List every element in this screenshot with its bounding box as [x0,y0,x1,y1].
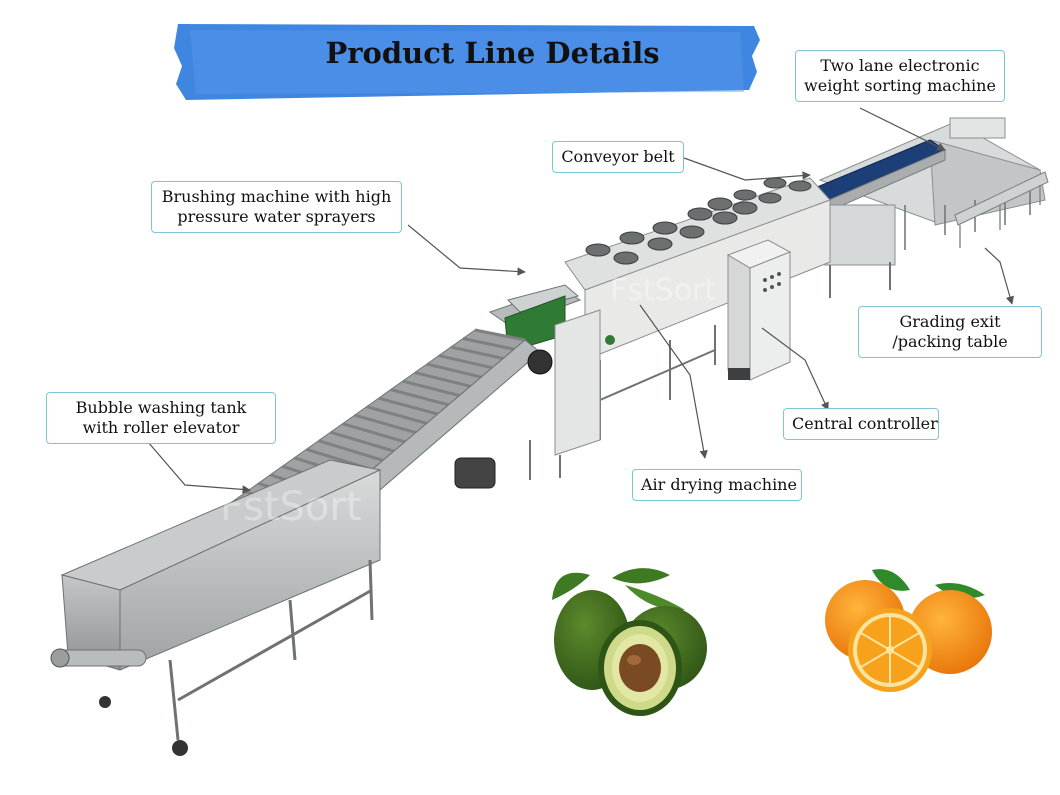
label-grading-exit: Grading exit /packing table [858,306,1042,358]
arrow-pointer [683,157,811,181]
leader-arrows [147,107,1014,494]
roller [474,328,526,342]
roller [402,379,460,398]
arrow-pointer [407,224,526,276]
brushing-machine [488,284,615,480]
arrow-pointer [984,247,1014,305]
watermark-text: FstSort [610,273,716,308]
avocado-illustration [552,568,707,716]
roller [318,439,384,462]
arrow-pointer [859,107,946,151]
label-air-drying-machine: Air drying machine [632,469,802,501]
roller [438,354,493,370]
arrow-pointer [147,441,251,494]
conveyor-belt [809,139,947,298]
central-controller-cabinet [726,239,792,381]
arrow-pointer [639,304,708,459]
page-title: Product Line Details [325,36,660,70]
roller [378,396,438,416]
label-central-controller: Central controller [783,408,939,440]
label-bubble-washing-tank: Bubble washing tank with roller elevator [46,392,276,444]
arrow-pointer [761,327,829,411]
roller [450,345,504,360]
watermark-text: FstSort [220,484,362,530]
label-weight-sorting-machine: Two lane electronic weight sorting machi… [795,50,1005,102]
label-conveyor-belt: Conveyor belt [552,141,684,173]
roller [354,413,417,435]
roller [390,388,449,407]
grading-exit-table [954,171,1049,248]
roller [462,337,515,351]
roller [414,371,471,388]
roller [366,405,428,425]
roller [330,430,395,453]
bubble-washing-tank [50,459,382,756]
roller [342,422,406,444]
label-brushing-machine: Brushing machine with high pressure wate… [151,181,402,233]
orange-illustration [825,569,992,692]
roller [426,362,482,379]
title-banner [174,24,760,100]
